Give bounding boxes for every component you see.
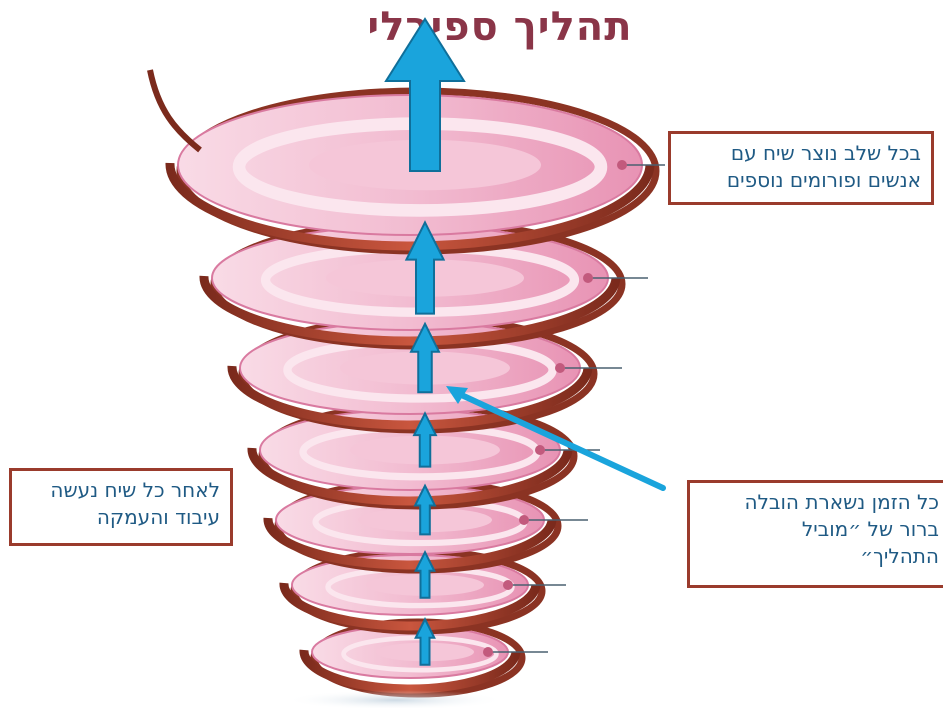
callout-box-top: בכל שלב נוצר שיח עם אנשים ופורומים נוספי… <box>668 131 934 205</box>
leader-dot <box>503 580 513 590</box>
leader-dot <box>617 160 627 170</box>
callout-left-line-2: עיבוד והעמקה <box>22 504 220 531</box>
base-shadow <box>285 690 505 708</box>
callout-left-line-1: לאחר כל שיח נעשה <box>22 477 220 504</box>
ribbon-tail <box>150 70 200 150</box>
callout-right-line-2: ברור של ״מוביל <box>700 516 939 543</box>
callout-right-line-3: התהליך״ <box>700 543 939 570</box>
callout-top-line-1: בכל שלב נוצר שיח עם <box>681 140 921 167</box>
leader-dot <box>555 363 565 373</box>
spiral-level-2 <box>204 222 622 346</box>
leader-dot <box>535 445 545 455</box>
callout-top-line-2: אנשים ופורומים נוספים <box>681 167 921 194</box>
leader-dot <box>483 647 493 657</box>
callout-right-line-1: כל הזמן נשארת הובלה <box>700 489 939 516</box>
callout-box-right: כל הזמן נשארת הובלה ברור של ״מוביל התהלי… <box>687 480 943 588</box>
callout-box-left: לאחר כל שיח נעשה עיבוד והעמקה <box>9 468 233 546</box>
leader-dot <box>583 273 593 283</box>
leader-dot <box>519 515 529 525</box>
